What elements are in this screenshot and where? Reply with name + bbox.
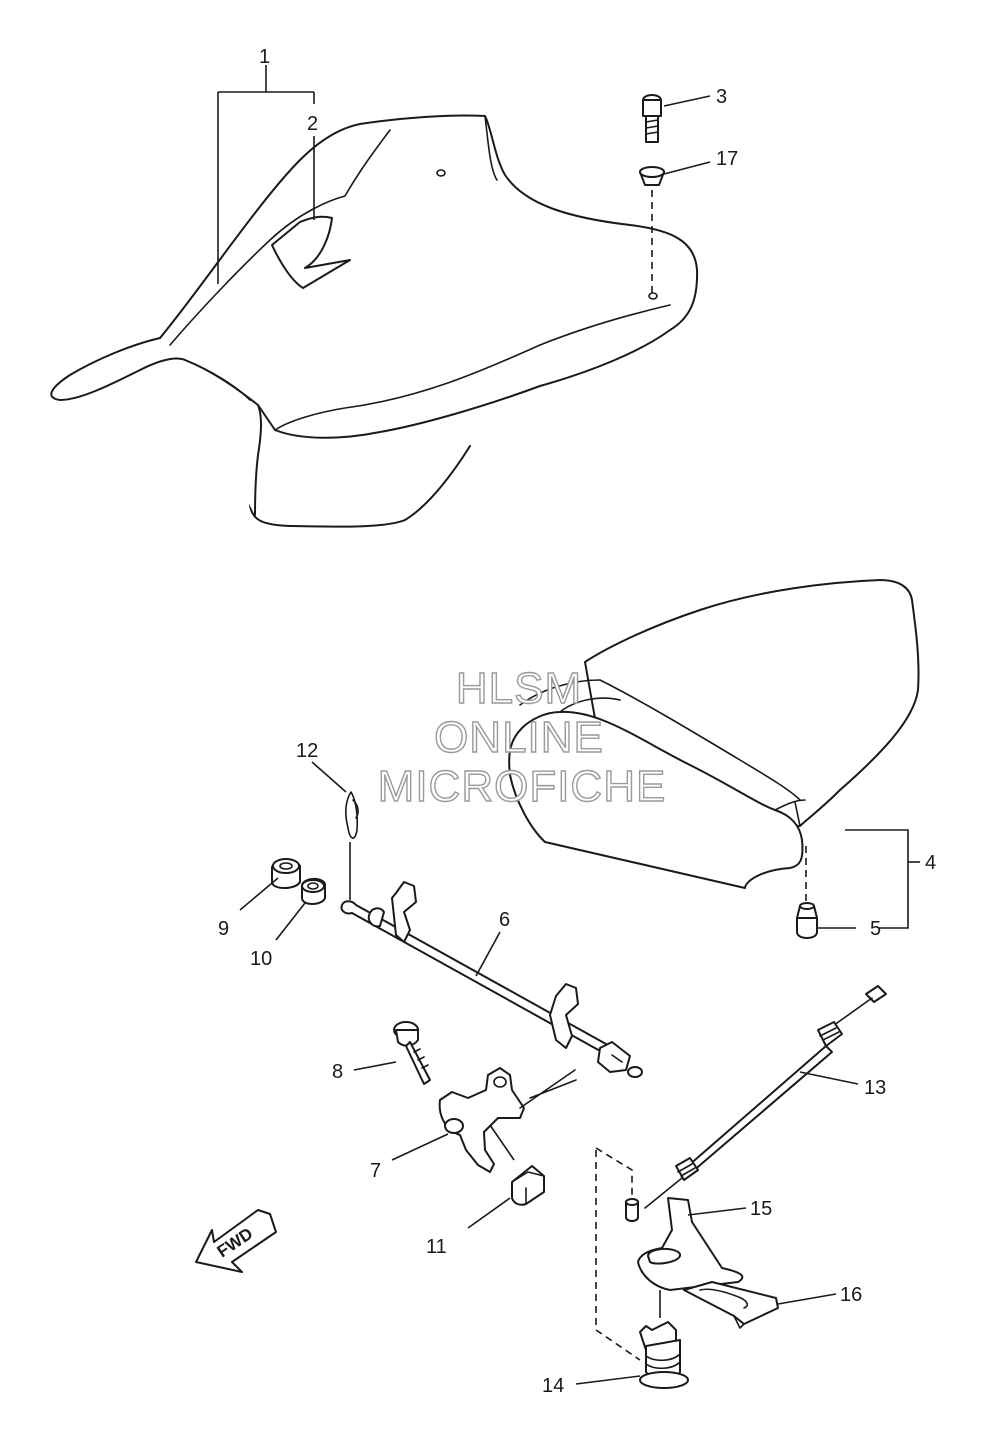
rider-seat[interactable] [50, 114, 699, 528]
callout-6: 6 [499, 909, 510, 931]
passenger-seat[interactable] [508, 579, 920, 889]
callout-14: 14 [542, 1375, 564, 1397]
lock-cable[interactable] [644, 985, 887, 1209]
lock-rod[interactable] [340, 881, 643, 1078]
callout-5: 5 [870, 918, 881, 940]
collar[interactable] [271, 858, 301, 889]
callout-1: 1 [259, 46, 270, 68]
cable-end [595, 1147, 641, 1361]
cable-holder[interactable] [637, 1197, 744, 1291]
lock-plate[interactable] [683, 1281, 779, 1329]
seat-decal [271, 215, 351, 289]
callout-13: 13 [864, 1077, 886, 1099]
callout-2: 2 [307, 113, 318, 135]
lock-cylinder[interactable] [639, 1290, 689, 1389]
callout-9: 9 [218, 918, 229, 940]
bolt[interactable] [642, 94, 662, 143]
watermark-line-3: MICROFICHE [378, 762, 667, 811]
callout-numbers: 1 2 3 17 4 5 6 12 9 10 8 7 11 13 15 16 1… [218, 46, 936, 1397]
watermark-line-2: ONLINE [434, 713, 604, 762]
damper[interactable] [796, 846, 818, 939]
washer[interactable] [639, 166, 665, 186]
hook-bracket[interactable] [438, 1067, 577, 1173]
watermark: HLSM ONLINE MICROFICHE [377, 663, 667, 811]
callout-4: 4 [925, 852, 936, 874]
callout-16: 16 [840, 1284, 862, 1306]
fwd-arrow: FWD [195, 1209, 277, 1273]
callout-3: 3 [716, 86, 727, 108]
clip[interactable] [489, 1124, 545, 1206]
callout-8: 8 [332, 1061, 343, 1083]
callout-10: 10 [250, 948, 272, 970]
callout-15: 15 [750, 1198, 772, 1220]
callout-7: 7 [370, 1160, 381, 1182]
grommet[interactable] [301, 878, 326, 905]
callout-12: 12 [296, 740, 318, 762]
callout-11: 11 [426, 1236, 447, 1258]
snap-pin[interactable] [345, 791, 359, 900]
screw[interactable] [393, 1021, 431, 1085]
watermark-line-1: HLSM [456, 664, 582, 713]
leader-lines [217, 65, 920, 1385]
callout-17: 17 [716, 148, 738, 170]
